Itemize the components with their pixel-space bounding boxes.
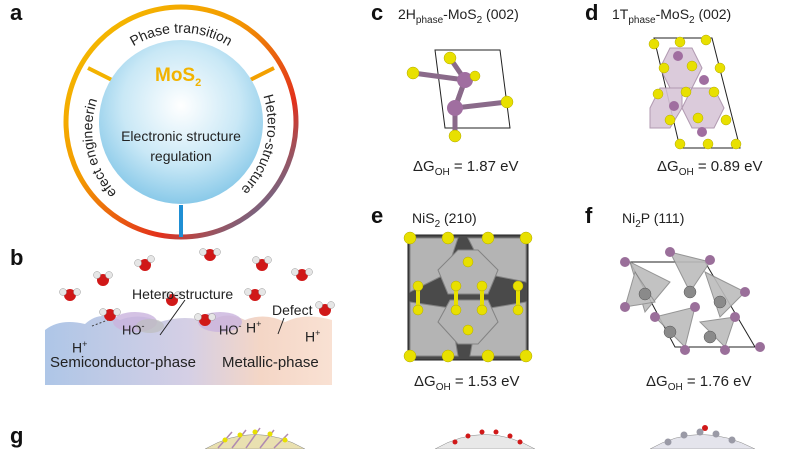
dome-3-atoms: [664, 428, 736, 446]
center-text-line2: regulation: [150, 148, 212, 164]
panel-c-title: 2Hphase-MoS2 (002): [398, 6, 519, 26]
panel-label-e: e: [371, 203, 384, 228]
h-plus-label-3: H+: [305, 328, 321, 345]
panel-e-structure: [403, 231, 533, 363]
tetrahedra: [624, 251, 746, 348]
panel-e-dg: ΔGOH = 1.53 eV: [414, 373, 520, 393]
unit-cell: [434, 49, 511, 129]
s-atom: [500, 95, 514, 109]
dome-3: [649, 434, 756, 449]
mo-atoms: [669, 51, 709, 137]
inner-circle: [99, 40, 263, 204]
mo-atom: [457, 72, 473, 88]
dome-2-atoms: [452, 429, 523, 445]
panel-f-title: Ni2P (111): [622, 210, 685, 230]
catalyst-slab: [45, 315, 332, 385]
panel-c-dg: ΔGOH = 1.87 eV: [413, 158, 519, 178]
ring-divider: [249, 66, 275, 82]
panel-label-c: c: [371, 0, 384, 25]
mos2-label: MoS2: [155, 65, 202, 89]
panel-b-diagram: [45, 248, 335, 385]
panel-label-a: a: [10, 0, 23, 25]
water-molecules: [59, 248, 335, 326]
p-atoms: [620, 247, 765, 355]
mo-atom: [447, 100, 463, 116]
ho-minus-label-2: HO-: [219, 321, 242, 338]
panel-d-dg: ΔGOH = 0.89 eV: [657, 158, 763, 178]
hetero-pointer: [159, 299, 186, 336]
panel-label-b: b: [10, 245, 24, 270]
panel-label-f: f: [585, 203, 593, 228]
bonds: [412, 56, 508, 136]
panel-label-g: g: [10, 423, 24, 448]
ho-minus-label: HO-: [122, 321, 145, 338]
s-atom: [469, 70, 481, 82]
h-plus-label-2: H+: [246, 319, 262, 336]
s-atom: [448, 129, 462, 143]
s-s-bonds: [416, 290, 520, 306]
s-atoms: [403, 231, 533, 363]
hetero-structure-label: Hetero-structure: [132, 286, 234, 302]
s-atom: [406, 66, 420, 80]
ring-divider: [87, 66, 113, 82]
h-plus-label: H+: [72, 339, 88, 356]
ring-label-defect-engineering: Defect engineering: [0, 0, 119, 201]
octahedra: [409, 237, 527, 357]
s-atoms: [648, 34, 742, 150]
panel-f-dg: ΔGOH = 1.76 eV: [646, 373, 752, 393]
defect-label: Defect: [272, 302, 313, 318]
ni-atoms: [638, 285, 727, 344]
panel-d-title: 1Tphase-MoS2 (002): [612, 6, 732, 26]
panel-label-d: d: [585, 0, 599, 25]
center-text: Electronic structure regulation: [106, 126, 256, 166]
panel-a-diagram: Phase transition Hetero-structure Defect…: [0, 0, 299, 240]
semiconductor-phase-label: Semiconductor-phase: [50, 354, 196, 371]
center-text-line1: Electronic structure: [121, 128, 241, 144]
dome-3-adsorbate: [702, 425, 708, 431]
s-atom: [443, 51, 457, 65]
defect-pointer: [277, 317, 285, 335]
panel-f-structure: [620, 247, 765, 355]
panel-e-title: NiS2 (210): [412, 210, 477, 230]
dome-1-atoms: [222, 429, 288, 443]
panel-d-structure: [648, 34, 742, 150]
dome-1: [204, 434, 306, 449]
metallic-phase-label: Metallic-phase: [222, 354, 319, 371]
panel-g-structures: [204, 425, 756, 449]
hetero-domain: [136, 319, 164, 333]
h-bond: [91, 319, 109, 327]
panel-c-structure: [406, 49, 514, 143]
